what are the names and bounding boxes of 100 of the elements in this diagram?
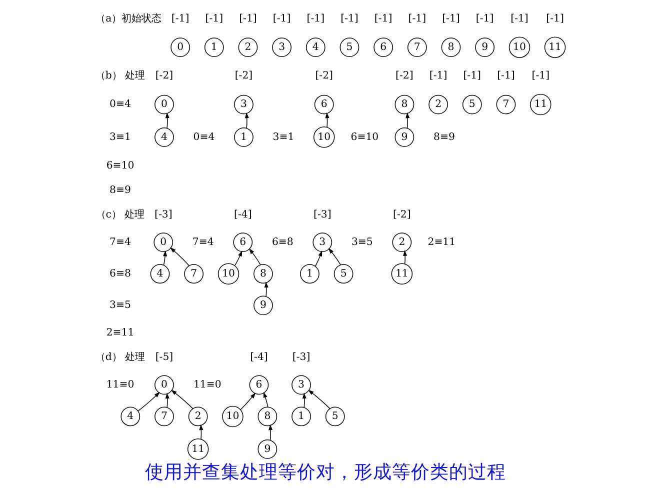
arrow — [264, 281, 268, 296]
arrow — [240, 392, 256, 410]
label: 6≡10 — [350, 131, 379, 142]
arrow — [315, 250, 322, 266]
node-label: [-1] — [374, 12, 392, 24]
node-label: [-3] — [154, 208, 172, 220]
node-circle: 9 — [475, 37, 494, 57]
node-label: [-1] — [510, 12, 528, 24]
node-circle: 11 — [187, 438, 209, 460]
arrow — [308, 389, 330, 408]
node-circle: 11 — [530, 93, 552, 115]
node-circle: 5 — [462, 94, 482, 114]
node-label: [-3] — [314, 208, 332, 220]
node-circle: 4 — [150, 264, 170, 284]
node-circle: 3 — [272, 37, 292, 57]
arrow — [302, 392, 306, 408]
node-circle: 4 — [154, 126, 174, 146]
arrow — [165, 392, 170, 408]
label: 8≡9 — [434, 131, 455, 142]
node-circle: 9 — [258, 438, 278, 458]
label: 7≡4 — [192, 236, 214, 248]
arrow — [165, 112, 170, 128]
node-circle: 10 — [222, 405, 244, 427]
node-label: [-1] — [442, 12, 460, 24]
node-circle: 5 — [340, 37, 360, 57]
label: 0≡4 — [193, 131, 215, 142]
arrow — [138, 391, 160, 411]
arrow — [234, 250, 242, 266]
node-circle: 1 — [234, 126, 254, 146]
node-circle: 2 — [188, 406, 208, 426]
node-label: [-1] — [239, 12, 257, 24]
node-circle: 4 — [306, 37, 326, 57]
node-circle: 2 — [392, 232, 412, 252]
node-circle: 8 — [254, 264, 273, 284]
caption: 使用并查集处理等价对，形成等价类的过程 — [145, 461, 506, 482]
node-circle: 5 — [334, 264, 354, 284]
arrow — [263, 391, 268, 407]
node-label: [-1] — [476, 12, 494, 24]
node-label: [-1] — [306, 12, 325, 24]
node-label: [-2] — [155, 70, 174, 82]
node-circle: 9 — [254, 295, 273, 315]
node-label: [-1] — [497, 70, 515, 82]
node-circle: 1 — [292, 406, 311, 426]
label: 2≡11 — [428, 236, 456, 248]
node-circle: 11 — [544, 36, 566, 58]
arrow — [244, 112, 249, 128]
node-circle: 6 — [233, 232, 253, 252]
label: 11≡0 — [106, 379, 134, 390]
label: 6≡10 — [106, 160, 134, 171]
node-circle: 7 — [154, 406, 174, 426]
node-label: [-2] — [393, 208, 411, 220]
label: 7≡4 — [110, 236, 131, 248]
arrow — [268, 424, 273, 440]
arrow — [248, 248, 261, 265]
node-circle: 7 — [496, 94, 516, 114]
node-circle: 8 — [394, 94, 414, 114]
node-circle: 7 — [184, 264, 204, 284]
arrow — [406, 112, 410, 128]
node-label: [-1] — [340, 12, 358, 24]
node-label: [-1] — [205, 12, 224, 24]
node-label: [-1] — [272, 12, 291, 24]
node-circle: 8 — [441, 37, 461, 57]
node-circle: 3 — [312, 232, 332, 252]
node-circle: 1 — [204, 37, 224, 57]
node-label: [-1] — [171, 12, 190, 24]
node-label: [-5] — [155, 352, 174, 363]
node-circle: 2 — [428, 94, 448, 114]
node-circle: 0 — [170, 37, 190, 57]
label: （d） 处理 — [95, 352, 146, 363]
label: 6≡8 — [272, 236, 294, 248]
node-label: [-2] — [396, 70, 414, 82]
node-label: [-1] — [546, 12, 564, 24]
arrow — [170, 389, 194, 408]
node-circle: 0 — [154, 232, 174, 252]
arrow — [163, 250, 168, 266]
label: 3≡1 — [272, 131, 294, 142]
node-circle: 10 — [218, 262, 240, 284]
label: 3≡1 — [110, 131, 131, 142]
node-circle: 2 — [238, 37, 258, 57]
node-label: [-2] — [315, 70, 334, 82]
node-circle: 5 — [325, 406, 345, 426]
label: （b） 处理 — [95, 70, 146, 82]
arrow — [199, 424, 204, 439]
node-circle: 0 — [154, 94, 174, 114]
label: 11≡0 — [193, 379, 222, 390]
label: 6≡8 — [110, 268, 131, 279]
node-label: [-2] — [234, 70, 253, 82]
node-circle: 1 — [300, 264, 320, 284]
node-label: [-1] — [463, 70, 482, 82]
node-circle: 6 — [314, 94, 334, 114]
arrow — [325, 112, 330, 127]
node-label: [-4] — [234, 208, 252, 220]
label: 2≡11 — [106, 327, 134, 338]
node-label: [-1] — [429, 70, 448, 82]
node-circle: 11 — [391, 262, 413, 284]
label: （c） 处理 — [96, 208, 145, 220]
node-label: [-1] — [532, 70, 550, 82]
label: （a）初始状态 — [96, 12, 162, 24]
node-circle: 6 — [249, 374, 269, 394]
label: 3≡5 — [351, 236, 373, 248]
